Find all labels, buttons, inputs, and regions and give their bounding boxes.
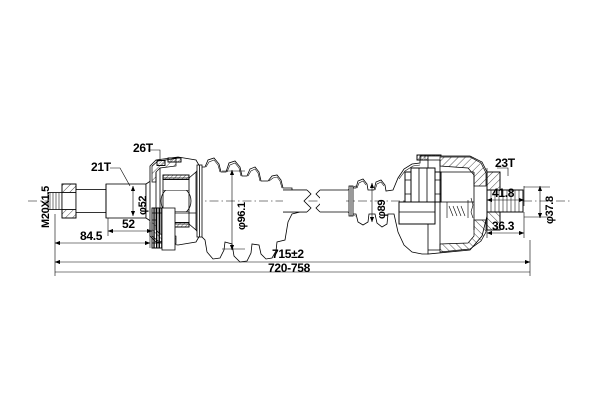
label-outer-stub-diameter: φ37.8	[544, 196, 556, 224]
inner-cv-joint-housing	[398, 155, 488, 255]
label-outer-spline-count: 23T	[495, 156, 515, 170]
dimension-715	[54, 240, 531, 266]
dimension-52	[107, 218, 153, 236]
dimension-text-outer-flange: 41.8	[492, 186, 515, 200]
outer-cv-boot	[196, 157, 301, 263]
dimension-phi96-1	[222, 169, 245, 251]
dimension-phi37-8	[524, 185, 550, 219]
threaded-stub-shaft	[47, 183, 107, 219]
dimension-text-spline-length: 52	[122, 217, 135, 231]
abs-tone-ring-26t	[151, 207, 196, 251]
label-thread-spec: M20X1.5	[40, 186, 52, 228]
dimension-text-stub-length: 84.5	[80, 229, 103, 243]
dimension-84-5	[54, 214, 151, 248]
label-inner-boot-diameter: φ89	[376, 199, 388, 219]
label-abs-ring-teeth: 26T	[133, 141, 153, 155]
dimension-36-3	[486, 212, 525, 238]
dimension-720-758	[54, 266, 531, 276]
dimension-text-overall-range: 720-758	[268, 261, 310, 275]
label-outer-boot-diameter: φ96.1	[236, 202, 248, 230]
intermediate-shaft	[283, 185, 357, 217]
label-inner-spline-diameter: φ52	[137, 195, 149, 215]
dimension-text-overall-nominal: 715±2	[272, 247, 304, 261]
dimension-text-outer-body: 36.3	[492, 219, 515, 233]
dimension-41-8	[486, 168, 525, 206]
leader-lines	[110, 149, 509, 187]
label-inner-spline-count: 21T	[91, 160, 111, 174]
